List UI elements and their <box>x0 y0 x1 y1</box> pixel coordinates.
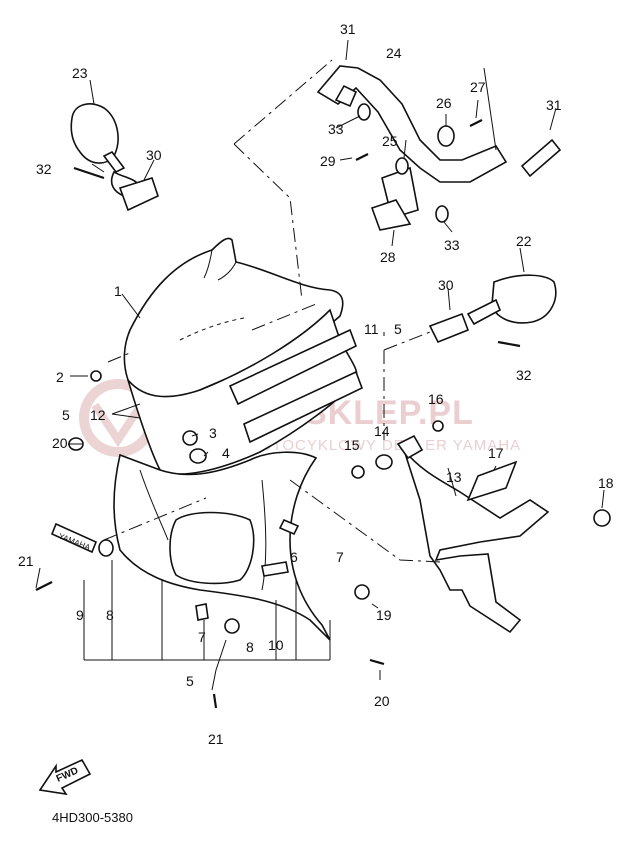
screw-left <box>73 166 105 180</box>
callout-7-bottom: 7 <box>198 629 206 645</box>
fwd-arrow-icon: FWD <box>38 758 92 796</box>
leader-lines <box>35 39 605 691</box>
small-fasteners <box>35 370 444 709</box>
bushings <box>355 103 562 223</box>
mirror-gasket-left <box>118 177 159 212</box>
callout-9: 9 <box>76 607 84 623</box>
cowling-stay <box>396 434 611 634</box>
callout-8-left: 8 <box>106 607 114 623</box>
callout-10: 10 <box>268 637 284 653</box>
callout-30-left: 30 <box>146 147 162 163</box>
callout-31-left: 31 <box>340 21 356 37</box>
diagram-code: 4HD300-5380 <box>52 810 133 825</box>
callout-33-top: 33 <box>328 121 344 137</box>
assembly-lines <box>103 59 441 563</box>
mirror-right <box>428 274 557 348</box>
callout-33-bottom: 33 <box>444 237 460 253</box>
callout-28: 28 <box>380 249 396 265</box>
callouts: 1 2 3 4 5 5 5 6 7 7 8 8 9 10 11 12 13 14… <box>18 21 614 747</box>
callout-5-left: 5 <box>62 407 70 423</box>
callout-25: 25 <box>382 133 398 149</box>
callout-5-bottom: 5 <box>186 673 194 689</box>
callout-8-bottom: 8 <box>246 639 254 655</box>
callout-15: 15 <box>344 437 360 453</box>
callout-1: 1 <box>114 283 122 299</box>
callout-26: 26 <box>436 95 452 111</box>
callout-32-right: 32 <box>516 367 532 383</box>
bracket-plate <box>370 166 419 231</box>
callout-17: 17 <box>488 445 504 461</box>
callout-27: 27 <box>470 79 486 95</box>
callout-3: 3 <box>209 425 217 441</box>
callout-21-bottom: 21 <box>208 731 224 747</box>
callout-16: 16 <box>428 391 444 407</box>
callout-24: 24 <box>386 45 402 61</box>
callout-21-left: 21 <box>18 553 34 569</box>
mirror-left <box>70 103 139 198</box>
side-panels <box>228 328 364 444</box>
callout-4: 4 <box>222 445 230 461</box>
callout-22: 22 <box>516 233 532 249</box>
callout-20-bottom: 20 <box>374 693 390 709</box>
callout-19: 19 <box>376 607 392 623</box>
brand-plate: YAMAHA <box>50 522 98 554</box>
callout-7-right: 7 <box>336 549 344 565</box>
callout-14: 14 <box>374 423 390 439</box>
callout-31-right: 31 <box>546 97 562 113</box>
callout-29: 29 <box>320 153 336 169</box>
callout-5-right: 5 <box>394 321 402 337</box>
callout-2: 2 <box>56 369 64 385</box>
stay-bracket <box>316 65 508 183</box>
callout-20-left: 20 <box>52 435 68 451</box>
callout-23: 23 <box>72 65 88 81</box>
callout-18: 18 <box>598 475 614 491</box>
callout-12: 12 <box>90 407 106 423</box>
callout-11: 11 <box>364 321 379 337</box>
callout-30-right: 30 <box>438 277 454 293</box>
callout-13: 13 <box>446 469 462 485</box>
callout-6: 6 <box>290 549 298 565</box>
callout-32-left: 32 <box>36 161 52 177</box>
